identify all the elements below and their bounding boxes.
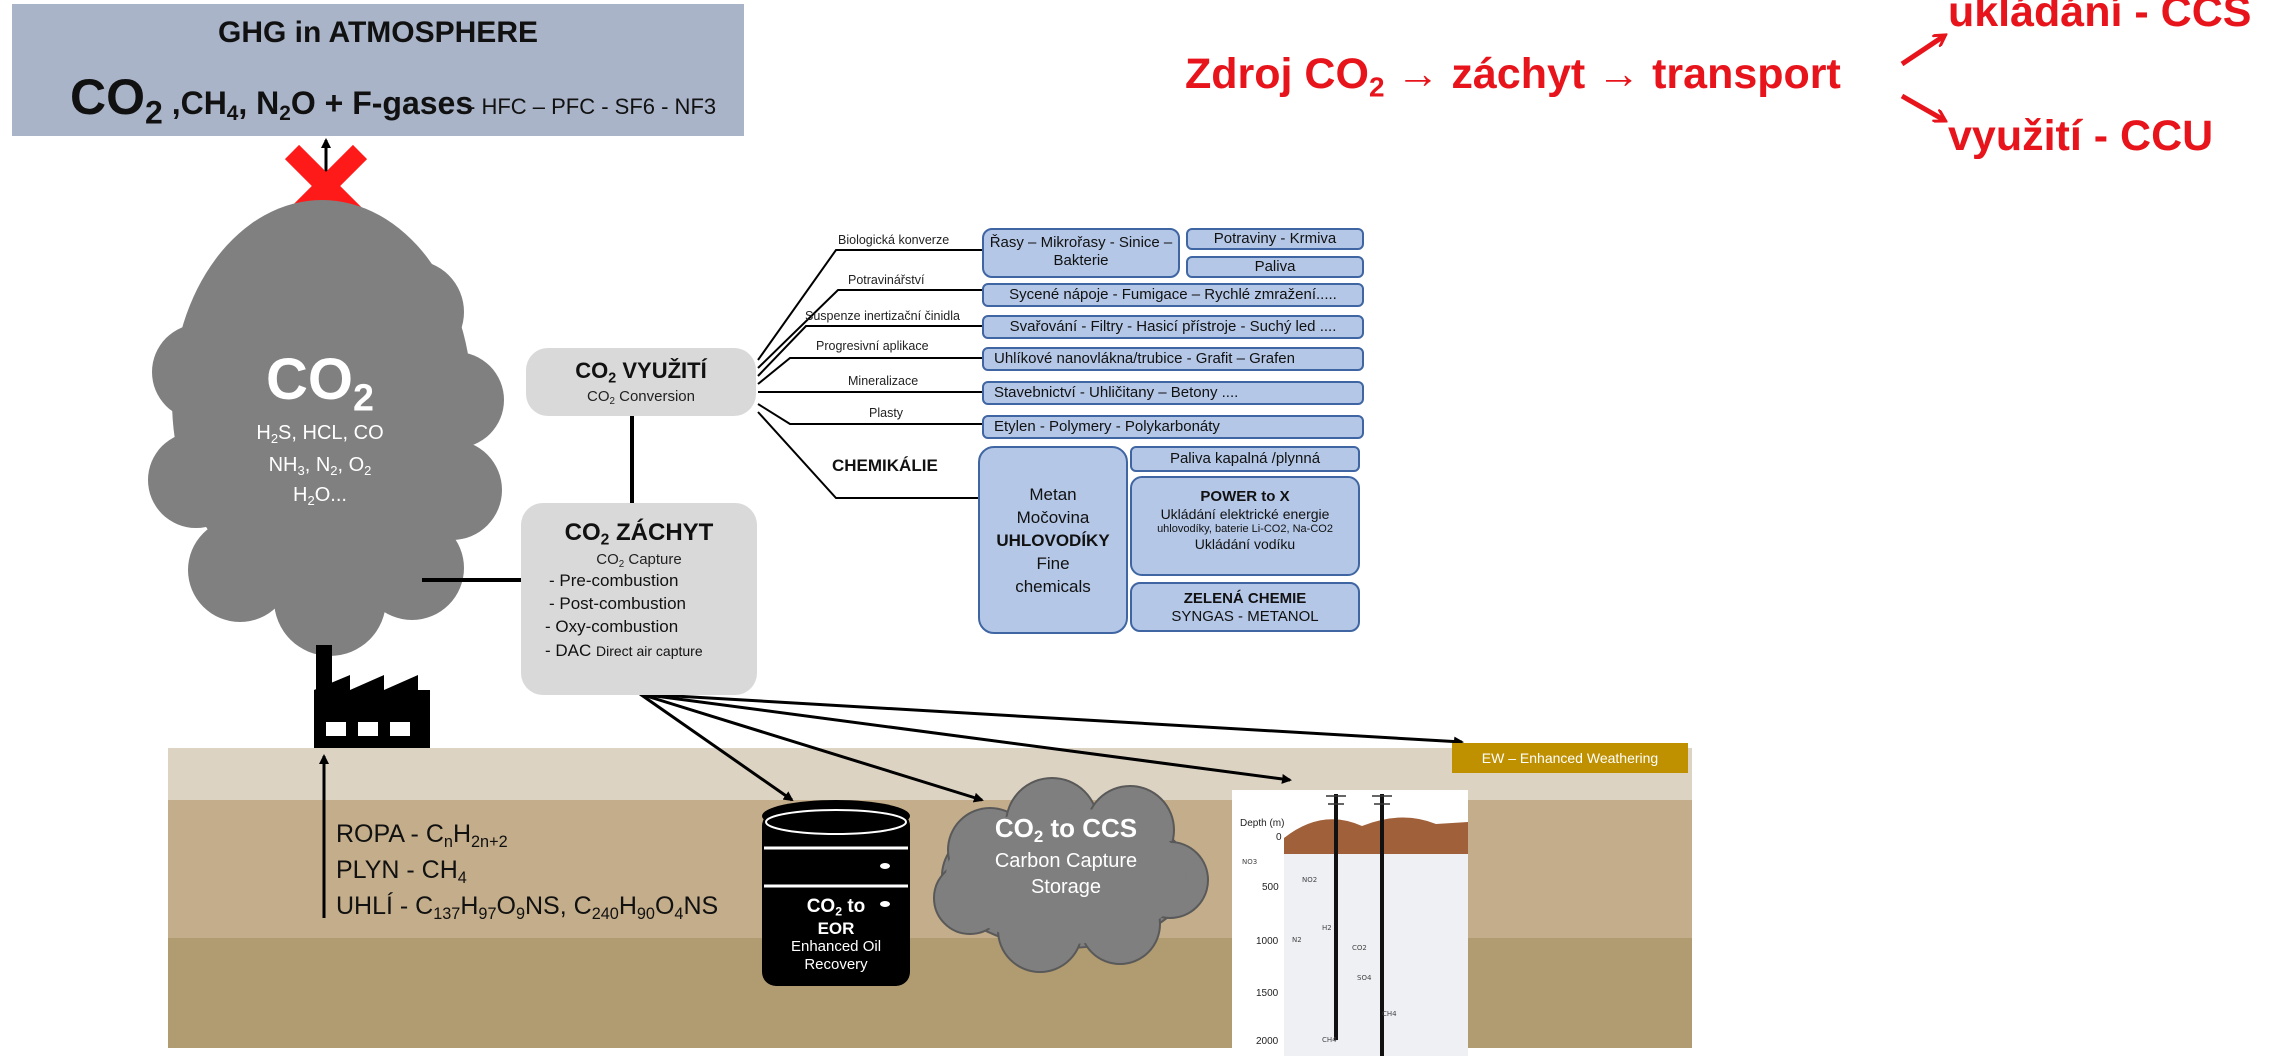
utilization-subtitle: CO2 Conversion: [587, 388, 695, 407]
depth-tick: 2000: [1256, 1036, 1279, 1047]
chem-item: chemicals: [1015, 576, 1091, 596]
p2x-line: uhlovodíky, baterie Li-CO2, Na-CO2: [1157, 522, 1333, 535]
cloud-co2-label: CO2: [266, 347, 374, 419]
capture-item: - Post-combustion: [549, 594, 686, 613]
chem-item: Močovina: [1016, 507, 1090, 527]
branch-label: Biologická konverze: [838, 233, 950, 247]
eor-label: CO2 to EOR Enhanced Oil Recovery: [790, 896, 882, 973]
depth-tick: 1000: [1256, 936, 1279, 947]
branch-label: Mineralizace: [848, 374, 919, 388]
branch-label: Plasty: [869, 406, 904, 420]
capture-title: CO2 ZÁCHYT: [564, 519, 714, 549]
green-chemistry-box: ZELENÁ CHEMIE SYNGAS - METANOL: [1130, 582, 1360, 632]
ghg-formula: CO2 ,CH4, N2O + F-gases: [70, 69, 474, 131]
branch-label: Suspenze inertizační činidla: [805, 309, 960, 323]
svg-text:SO4: SO4: [1357, 974, 1372, 982]
food-industry-box: Sycené nápoje - Fumigace – Rychlé zmraže…: [982, 283, 1364, 307]
mineralization-box: Stavebnictví - Uhličitany – Betony ....: [982, 381, 1364, 405]
svg-text:NO3: NO3: [1242, 858, 1257, 866]
chem-item: Fine: [1036, 553, 1070, 573]
enhanced-weathering-label: EW – Enhanced Weathering: [1452, 743, 1688, 773]
branch-label-chemicals: CHEMIKÁLIE: [832, 456, 938, 475]
ccs-label-text: CO2 to CCS Carbon Capture Storage: [994, 813, 1138, 899]
p2x-line: Ukládání elektrické energie: [1160, 506, 1330, 522]
depth-tick: 0: [1276, 832, 1282, 843]
cloud-gases-line1: H2S, HCL, CO: [256, 422, 384, 446]
ccs-label: ukládání - CCS: [1948, 0, 2252, 36]
bio-conversion-box: Řasy – Mikrořasy - Sinice –Bakterie: [982, 228, 1180, 278]
storage-arrows: [639, 692, 1464, 803]
utilization-branches: [757, 249, 982, 499]
svg-text:CO2: CO2: [1352, 944, 1367, 952]
liquid-gas-fuels-box: Paliva kapalná /plynná: [1130, 446, 1360, 472]
cloud-gases-line3: H2O...: [293, 484, 347, 508]
svg-text:CH4: CH4: [1382, 1010, 1397, 1018]
bio-output-food: Potraviny - Krmiva: [1186, 228, 1364, 250]
co2-capture-box: CO2 ZÁCHYT CO2 Capture - Pre-combustion …: [521, 503, 757, 695]
p2x-title: POWER to X: [1200, 488, 1290, 505]
svg-text:NO2: NO2: [1302, 876, 1317, 884]
chemicals-box: Metan Močovina UHLOVODÍKY Fine chemicals: [978, 446, 1128, 634]
depth-axis-title: Depth (m): [1240, 818, 1285, 829]
p2x-line: Ukládání vodíku: [1194, 535, 1296, 552]
capture-item: - Oxy-combustion: [545, 617, 679, 636]
plastics-box: Etylen - Polymery - Polykarbonáty: [982, 415, 1364, 439]
chem-item: Metan: [1029, 485, 1077, 504]
svg-text:N2: N2: [1292, 936, 1302, 944]
co2-utilization-box: CO2 VYUŽITÍ CO2 Conversion: [526, 348, 756, 416]
capture-item-dac: - DAC Direct air capture: [545, 641, 703, 660]
svg-text:H2: H2: [1322, 924, 1332, 932]
progressive-apps-box: Uhlíkové nanovlákna/trubice - Grafit – G…: [982, 347, 1364, 371]
eor-barrel-icon: [762, 800, 910, 986]
utilization-title: CO2 VYUŽITÍ: [575, 358, 707, 387]
depth-tick: 500: [1262, 882, 1279, 893]
co2-cloud: [148, 200, 504, 656]
bio-output-fuels: Paliva: [1186, 256, 1364, 278]
branch-label: Potravinářství: [848, 273, 925, 287]
fossil-oil: ROPA - CnH2n+2: [336, 820, 508, 851]
power-to-x-box: POWER to X Ukládání elektrické energie u…: [1130, 476, 1360, 576]
chem-item-bold: UHLOVODÍKY: [996, 530, 1110, 550]
green-title: ZELENÁ CHEMIE: [1183, 590, 1307, 607]
depth-tick: 1500: [1256, 988, 1279, 999]
process-flow-text: Zdroj CO2 → záchyt → transport: [1185, 50, 1841, 103]
branch-label: Progresivní aplikace: [816, 339, 929, 353]
ghg-atmosphere-box: GHG in ATMOSPHERE CO2 ,CH4, N2O + F-gase…: [12, 4, 744, 136]
capture-item: - Pre-combustion: [549, 571, 679, 590]
factory-icon: [314, 645, 430, 748]
suspension-box: Svařování - Filtry - Hasicí přístroje - …: [982, 315, 1364, 339]
fossil-coal: UHLÍ - C137H97O9NS, C240H90O4NS: [336, 892, 719, 923]
cloud-gases-line2: NH3, N2, O2: [268, 454, 372, 478]
ccu-label: využití - CCU: [1948, 112, 2214, 160]
green-sub: SYNGAS - METANOL: [1171, 608, 1319, 625]
svg-text:CH4: CH4: [1322, 1036, 1337, 1044]
ghg-title: GHG in ATMOSPHERE: [217, 16, 538, 49]
fossil-gas: PLYN - CH4: [336, 856, 467, 887]
red-arrow-up: [1900, 36, 1944, 67]
fgases-list: - HFC – PFC - SF6 - NF3: [468, 94, 717, 119]
red-arrow-down: [1900, 93, 1944, 120]
capture-subtitle: CO2 Capture: [596, 551, 682, 570]
